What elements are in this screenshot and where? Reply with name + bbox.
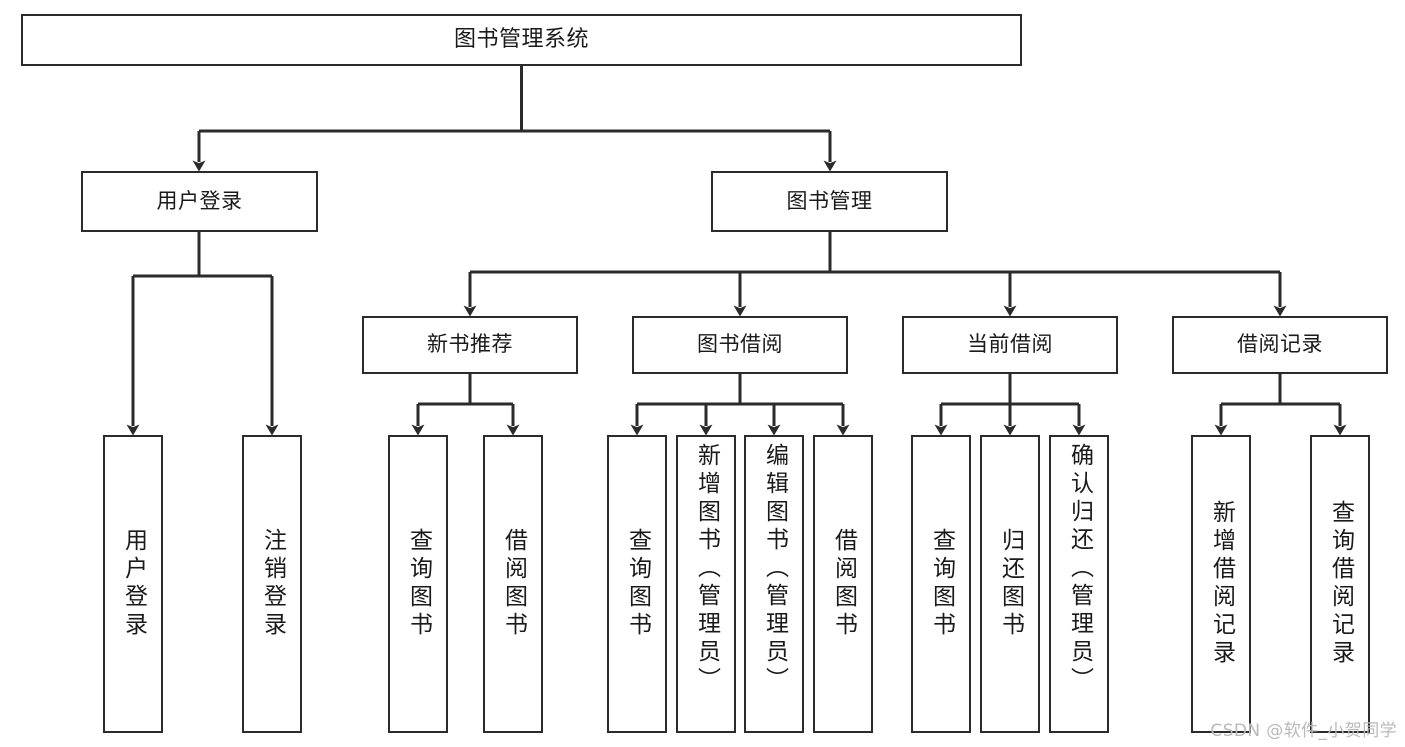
node-label: 查询借阅记录 xyxy=(1327,500,1354,668)
node-leaf-edit-book[interactable]: 编辑图书（管理员） xyxy=(744,435,804,733)
node-label: 新增图书（管理员） xyxy=(693,443,720,695)
node-label: 查询图书 xyxy=(928,528,955,640)
node-leaf-query-book-borrow[interactable]: 查询图书 xyxy=(607,435,667,733)
node-label: 用户登录 xyxy=(120,528,147,640)
node-leaf-borrow-book[interactable]: 借阅图书 xyxy=(813,435,873,733)
node-leaf-add-book[interactable]: 新增图书（管理员） xyxy=(676,435,736,733)
node-leaf-query-borrow-record[interactable]: 查询借阅记录 xyxy=(1310,435,1370,733)
node-new-book-recommend[interactable]: 新书推荐 xyxy=(362,316,578,374)
node-book-management[interactable]: 图书管理 xyxy=(711,171,948,232)
node-leaf-user-logout[interactable]: 注销登录 xyxy=(242,435,302,733)
node-borrow-record[interactable]: 借阅记录 xyxy=(1172,316,1388,374)
node-current-borrow[interactable]: 当前借阅 xyxy=(902,316,1118,374)
node-label: 图书管理 xyxy=(786,188,873,213)
node-leaf-return-book[interactable]: 归还图书 xyxy=(980,435,1040,733)
node-label: 新增借阅记录 xyxy=(1208,500,1235,668)
node-leaf-add-borrow-record[interactable]: 新增借阅记录 xyxy=(1191,435,1251,733)
node-label: 用户登录 xyxy=(156,188,243,213)
node-leaf-borrow-book-recommend[interactable]: 借阅图书 xyxy=(483,435,543,733)
node-book-borrow[interactable]: 图书借阅 xyxy=(632,316,848,374)
node-label: 归还图书 xyxy=(997,528,1024,640)
node-leaf-confirm-return[interactable]: 确认归还（管理员） xyxy=(1049,435,1109,733)
node-label: 查询图书 xyxy=(405,528,432,640)
node-label: 借阅记录 xyxy=(1237,332,1323,357)
node-leaf-query-book-current[interactable]: 查询图书 xyxy=(911,435,971,733)
node-leaf-query-book-recommend[interactable]: 查询图书 xyxy=(388,435,448,733)
node-label: 借阅图书 xyxy=(830,528,857,640)
node-root-book-management-system[interactable]: 图书管理系统 xyxy=(21,14,1022,66)
node-user-login[interactable]: 用户登录 xyxy=(81,171,318,232)
node-label: 注销登录 xyxy=(259,528,286,640)
watermark: CSDN @软件_小贺同学 xyxy=(1210,721,1397,741)
node-label: 图书借阅 xyxy=(697,332,783,357)
node-label: 新书推荐 xyxy=(427,332,513,357)
node-leaf-user-login[interactable]: 用户登录 xyxy=(103,435,163,733)
node-label: 借阅图书 xyxy=(500,528,527,640)
node-label: 当前借阅 xyxy=(967,332,1053,357)
node-label: 确认归还（管理员） xyxy=(1066,443,1093,695)
node-label: 图书管理系统 xyxy=(453,26,589,52)
node-label: 查询图书 xyxy=(624,528,651,640)
node-label: 编辑图书（管理员） xyxy=(761,443,788,695)
